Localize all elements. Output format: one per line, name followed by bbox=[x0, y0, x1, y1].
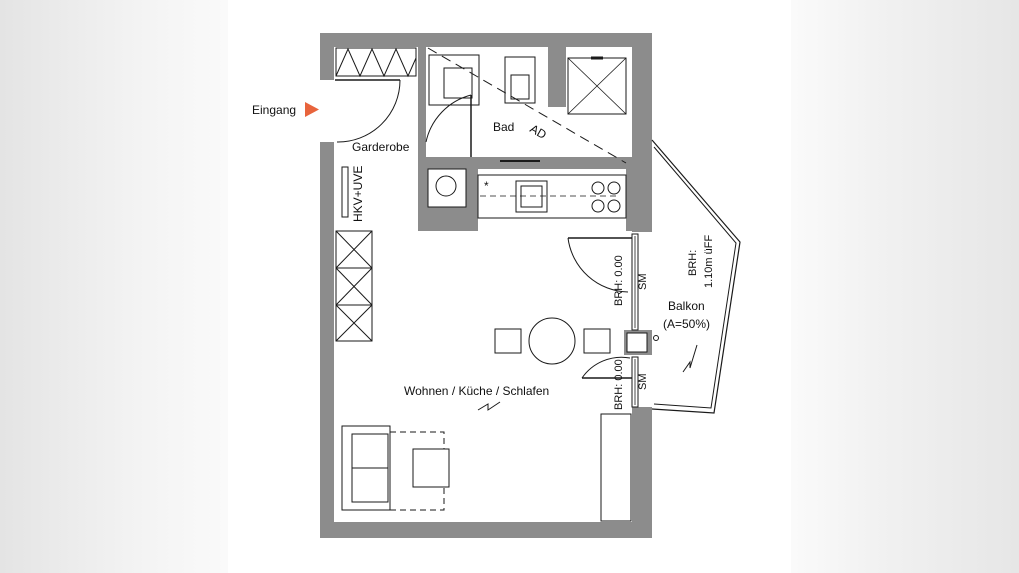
kitchen-sink bbox=[515, 180, 548, 213]
radiator bbox=[341, 166, 349, 218]
bath-ceiling-dashed bbox=[427, 47, 627, 164]
hob-plate-1 bbox=[591, 181, 605, 195]
bath-wall-right bbox=[548, 47, 566, 107]
right-blur-margin bbox=[791, 0, 1019, 573]
storage-cabinet bbox=[335, 230, 373, 342]
balcony-area-label: (A=50%) bbox=[663, 317, 710, 331]
balcony-outline bbox=[651, 139, 741, 414]
sm-label-bottom: SM bbox=[637, 374, 649, 391]
bath-wall-bottom bbox=[418, 157, 632, 169]
kitchen-mark-label: * bbox=[484, 179, 489, 193]
storage-cabinet-cross bbox=[335, 230, 373, 342]
hob-plate-4 bbox=[607, 199, 621, 213]
bath-door-swing bbox=[425, 94, 472, 143]
dining-table bbox=[528, 317, 576, 365]
entrance-label: Eingang bbox=[252, 103, 296, 117]
balcony-railing-label-2: 1.10m üFF bbox=[703, 235, 715, 288]
kitchen-wall-right bbox=[626, 169, 632, 231]
balcony-label: Balkon bbox=[668, 299, 705, 313]
washing-machine-drum bbox=[435, 175, 457, 197]
entrance-arrow-icon[interactable] bbox=[305, 102, 319, 117]
chair-left bbox=[494, 328, 522, 354]
entrance-opening bbox=[318, 80, 336, 142]
heating-label: HKV+UVE bbox=[351, 166, 365, 222]
hob-plate-2 bbox=[607, 181, 621, 195]
bath-vanity bbox=[428, 54, 480, 106]
hob-plate-3 bbox=[591, 199, 605, 213]
bathroom-label: Bad bbox=[493, 120, 514, 134]
toilet-icon bbox=[504, 56, 536, 104]
toilet-seat bbox=[510, 74, 530, 100]
living-stair-symbol bbox=[477, 401, 501, 411]
balcony-drain-icon bbox=[653, 335, 659, 341]
left-blur-margin bbox=[0, 0, 228, 573]
washing-machine bbox=[427, 168, 467, 208]
wardrobe-label: Garderobe bbox=[352, 140, 410, 154]
window-door-swing-top bbox=[567, 237, 629, 293]
living-room-label: Wohnen / Küche / Schlafen bbox=[404, 384, 549, 398]
wardrobe-zigzag bbox=[335, 47, 417, 78]
sm-label-top: SM bbox=[637, 274, 649, 291]
ad-label: AD bbox=[528, 121, 550, 142]
pillar-inner bbox=[626, 332, 648, 353]
window-railing-label-bottom: BRH: 0.00 bbox=[613, 359, 625, 410]
entrance-door-swing bbox=[336, 79, 401, 143]
bath-wall-left bbox=[418, 47, 426, 157]
chair-right bbox=[583, 328, 611, 354]
balcony-stair-symbol bbox=[682, 344, 698, 373]
wardrobe-cabinet bbox=[335, 47, 417, 77]
bath-basin bbox=[443, 67, 473, 99]
kitchen-counter bbox=[477, 174, 627, 219]
window-door-swing-bottom bbox=[581, 356, 631, 379]
balcony-railing-label-1: BRH: bbox=[687, 250, 699, 276]
window-railing-label-top: BRH: 0.00 bbox=[613, 255, 625, 306]
kitchen-sink-basin bbox=[520, 185, 543, 208]
tall-cabinet bbox=[600, 413, 632, 522]
sofa-seat-bottom bbox=[351, 467, 389, 503]
armchair bbox=[412, 448, 450, 488]
shower-cross-b bbox=[567, 57, 627, 115]
balcony-railing bbox=[653, 146, 737, 409]
